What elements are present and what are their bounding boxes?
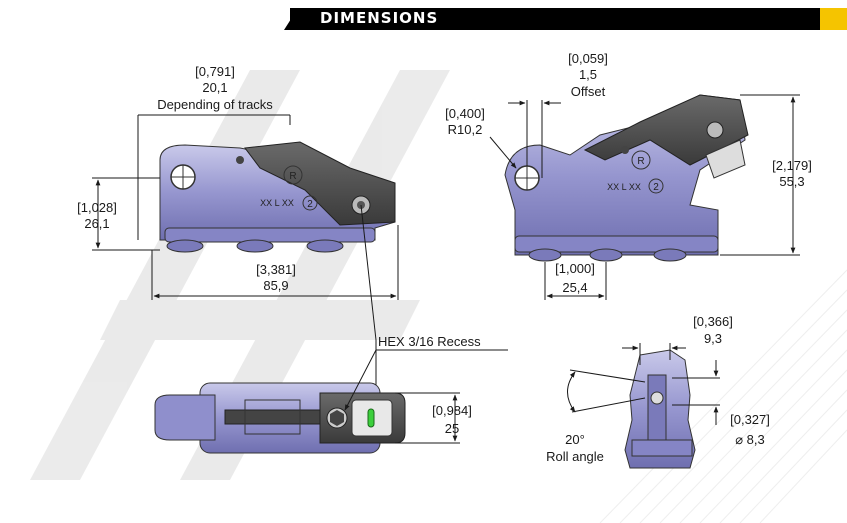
side-view-closed — [159, 141, 396, 253]
header-bar — [290, 8, 820, 30]
hex-recess-callout: HEX 3/16 Recess — [378, 334, 481, 349]
width-top-inch: [0,984] — [432, 403, 472, 418]
open-circle-r-marking: R — [637, 156, 644, 167]
pin-diameter-mm: ⌀ 8,3 — [735, 432, 765, 447]
offset-inch: [0,059] — [568, 51, 608, 66]
header-accent — [820, 8, 847, 30]
model-marking: XX L XX — [260, 198, 294, 208]
pitch-mm: 25,4 — [562, 280, 588, 295]
offset-mm: 1,5 — [578, 67, 598, 82]
roll-angle-label: Roll angle — [546, 449, 604, 464]
radius-inch: [0,400] — [445, 106, 485, 121]
side-view-dimension-lines — [92, 114, 508, 410]
side-width-inch: [0,366] — [693, 314, 733, 329]
hatch-pattern — [599, 269, 847, 523]
radius-mm: R10,2 — [447, 122, 483, 137]
length-mm: 85,9 — [263, 278, 289, 293]
height-front-mm: 26,1 — [84, 216, 110, 231]
circle-r-marking: R — [289, 171, 296, 182]
top-view — [154, 382, 406, 454]
length-inch: [3,381] — [256, 262, 296, 277]
open-model-marking: XX L XX — [607, 182, 641, 192]
pin-diameter-inch: [0,327] — [730, 412, 770, 427]
offset-note: Offset — [570, 84, 606, 99]
open-height-inch: [2,179] — [772, 158, 812, 173]
front-view-dimension-lines — [567, 343, 720, 425]
top-view-dimension-lines — [344, 349, 460, 444]
front-view — [624, 349, 696, 469]
height-front-inch: [1,028] — [77, 200, 117, 215]
circle-2-marking: 2 — [307, 199, 313, 210]
width-top-mm: 25 — [444, 421, 460, 436]
roll-angle-value: 20° — [565, 432, 585, 447]
side-width-mm: 9,3 — [703, 331, 723, 346]
open-height-mm: 55,3 — [779, 174, 805, 189]
header-title: DIMENSIONS — [320, 9, 439, 27]
track-dim-note: Depending of tracks — [157, 97, 273, 112]
track-dim-inch: [0,791] — [195, 64, 235, 79]
open-view-dimension-lines — [489, 94, 800, 300]
track-dim-mm: 20,1 — [202, 80, 228, 95]
pitch-inch: [1,000] — [555, 261, 595, 276]
side-view-open — [504, 94, 749, 262]
open-circle-2-marking: 2 — [653, 182, 659, 193]
